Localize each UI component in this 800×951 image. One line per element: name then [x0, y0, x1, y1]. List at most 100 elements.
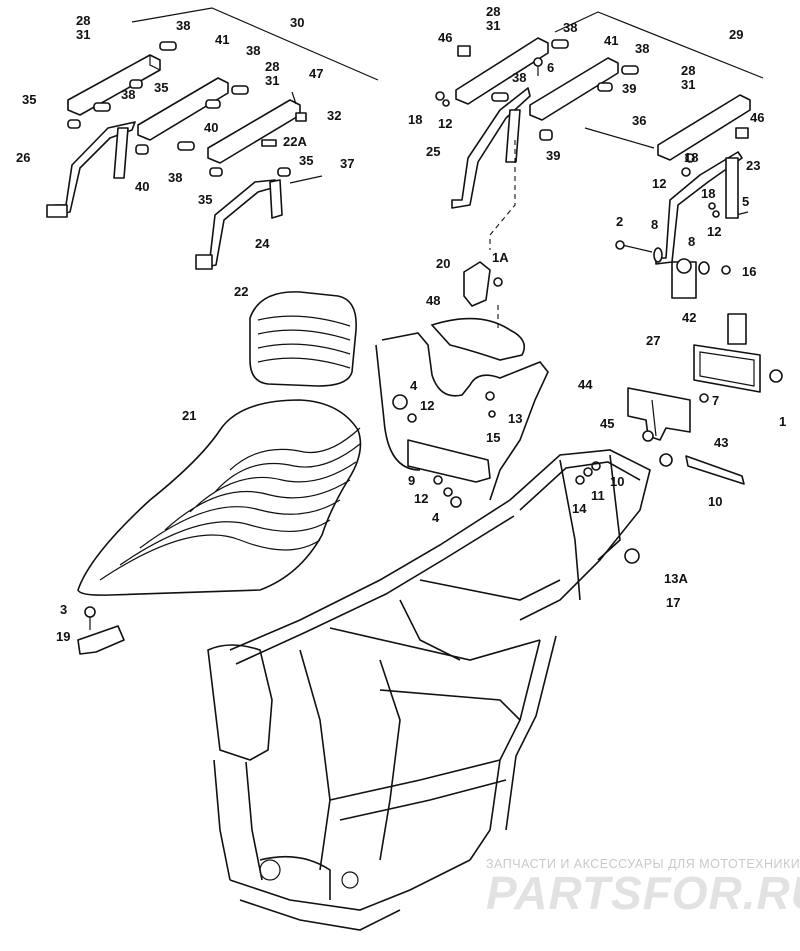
spacer-35 — [209, 167, 223, 177]
watermark-logo: PARTSFOR.RU — [486, 867, 800, 919]
callout-35: 35 — [22, 92, 36, 107]
reflector-strip-43 — [685, 455, 745, 485]
frame-steering-head — [207, 644, 273, 761]
lockwasher-12 — [442, 99, 450, 107]
bolt-2-head — [615, 240, 625, 250]
support-arm-25 — [451, 87, 531, 209]
frame-backbone — [229, 499, 511, 651]
callout-46: 46 — [750, 110, 764, 125]
frame-rear-down-2 — [505, 635, 557, 831]
callout-18: 18 — [408, 112, 422, 127]
washer-9 — [433, 475, 443, 485]
support-strut-25 — [505, 109, 521, 163]
frame-cradle — [229, 859, 471, 911]
frame-rear-down — [469, 639, 541, 861]
callout-41: 41 — [604, 33, 618, 48]
callout-27: 27 — [646, 333, 660, 348]
callout-4: 4 — [432, 510, 440, 525]
callout-38: 38 — [246, 43, 260, 58]
callout-28: 28 — [265, 59, 279, 74]
screw-6-head — [533, 57, 543, 67]
rack-rail-41-left — [137, 77, 229, 141]
callout-21: 21 — [182, 408, 196, 423]
rack-rail-28 — [67, 54, 161, 116]
washer-15 — [488, 410, 496, 418]
bolt-37 — [289, 175, 323, 184]
support-strut-23 — [725, 157, 739, 219]
rack-rail-41-right — [529, 57, 619, 121]
sissy-bar-48 — [381, 332, 549, 501]
callout-30: 30 — [290, 15, 304, 30]
callout-28: 28 — [76, 13, 90, 28]
callout-12: 12 — [438, 116, 452, 131]
left-rack-group — [46, 7, 379, 270]
callout-24: 24 — [255, 236, 270, 251]
callout-28: 28 — [681, 63, 695, 78]
rack-rail-28-edge — [67, 55, 161, 110]
nut-46 — [735, 127, 749, 139]
washer-18 — [685, 153, 695, 163]
passenger-pad-stitching — [257, 315, 351, 369]
nut-46 — [457, 45, 471, 57]
washer-18 — [435, 91, 445, 101]
spacer-38 — [159, 41, 177, 51]
callout-17: 17 — [666, 595, 680, 610]
callout-39: 39 — [622, 81, 636, 96]
support-foot-24 — [195, 254, 213, 270]
callout-20: 20 — [436, 256, 450, 271]
callout-31: 31 — [681, 77, 695, 92]
nut-13 — [485, 391, 495, 401]
callout-3: 3 — [60, 602, 67, 617]
frame-lower-cross — [329, 759, 501, 801]
frame-seat-cross — [419, 579, 561, 601]
callout-47: 47 — [309, 66, 323, 81]
callout-44: 44 — [578, 377, 593, 392]
callout-13: 13 — [508, 411, 522, 426]
frame-battery-tray — [399, 599, 461, 661]
callout-5: 5 — [742, 194, 749, 209]
callout-25: 25 — [426, 144, 440, 159]
license-bracket-44-slot — [651, 399, 657, 437]
callout-14: 14 — [572, 501, 587, 516]
frame-rear-strut-2 — [597, 454, 621, 561]
spacer-38 — [177, 141, 195, 151]
frame-downtube-2 — [245, 761, 263, 881]
lockwasher-12 — [443, 487, 453, 497]
callout-38: 38 — [121, 87, 135, 102]
callout-40: 40 — [204, 120, 218, 135]
bolt-4 — [450, 496, 462, 508]
callout-38: 38 — [635, 41, 649, 56]
bolt-1 — [769, 369, 783, 383]
nut-14 — [575, 475, 585, 485]
watermark-tagline: ЗАПЧАСТИ И АКСЕССУАРЫ ДЛЯ МОТОТЕХНИКИ — [486, 857, 800, 871]
callout-35: 35 — [198, 192, 212, 207]
callout-43: 43 — [714, 435, 728, 450]
callout-2: 2 — [616, 214, 623, 229]
main-seat-21 — [77, 399, 362, 596]
main-seat-stitching — [99, 427, 361, 581]
spacer-38 — [231, 85, 249, 95]
rack-rail-28-right — [657, 94, 751, 161]
washer-8 — [698, 261, 710, 275]
callout-38: 38 — [168, 170, 182, 185]
license-plate-group — [575, 313, 783, 564]
sissy-bar-48-left — [375, 344, 421, 471]
callout-8: 8 — [651, 217, 658, 232]
frame-cradle-2 — [239, 899, 401, 931]
callout-45: 45 — [600, 416, 614, 431]
bumper-13a — [624, 548, 640, 564]
spacer-35 — [129, 79, 143, 89]
callout-12: 12 — [707, 224, 721, 239]
callout-12: 12 — [420, 398, 434, 413]
frame-downtube — [213, 759, 231, 881]
bracket-29-line — [554, 11, 764, 79]
frame-rear-upper-left — [509, 449, 651, 621]
bolt-2 — [621, 244, 653, 253]
lockwasher-12 — [681, 167, 691, 177]
callout-29: 29 — [729, 27, 743, 42]
callout-18: 18 — [684, 150, 698, 165]
callout-8: 8 — [688, 234, 695, 249]
callout-18: 18 — [701, 186, 715, 201]
leader-rack-to-plate — [489, 140, 516, 250]
nut-11 — [583, 467, 593, 477]
